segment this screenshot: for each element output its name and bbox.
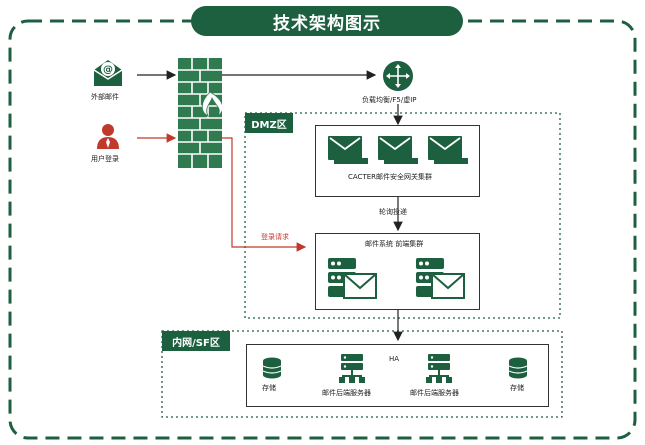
backend-left-label: 邮件后端服务器: [322, 389, 371, 397]
storage-icon: [508, 357, 528, 379]
load-balancer-icon: [383, 61, 413, 91]
user-login-label: 用户登录: [91, 155, 119, 163]
external-mail-label: 外部邮件: [91, 93, 119, 101]
cacter-cluster-label: CACTER邮件安全网关集群: [348, 173, 433, 181]
backend-server-icon: [339, 354, 365, 383]
gateway-icon: [328, 136, 368, 164]
mail-server-icon: [416, 258, 465, 299]
intranet-frame: [161, 330, 563, 418]
page-title: 技术架构图示: [191, 6, 463, 36]
svg-text:@: @: [103, 65, 113, 76]
gateway-icon: [428, 136, 468, 164]
firewall-icon: [178, 58, 222, 168]
ha-label: HA: [389, 355, 400, 363]
mail-at-icon: @: [93, 60, 123, 86]
user-icon: [97, 124, 119, 149]
storage-left-label: 存储: [262, 384, 276, 392]
backend-box: [246, 344, 549, 407]
login-request-label: 登录请求: [261, 233, 289, 241]
backend-right-label: 邮件后端服务器: [410, 389, 459, 397]
backend-server-icon: [426, 354, 452, 383]
frontend-server-icons: [328, 258, 465, 299]
intranet-zone-tag: 内网/SF区: [162, 331, 230, 351]
gateway-icon: [378, 136, 418, 164]
load-balancer-label: 负载均衡/F5/虚IP: [362, 96, 417, 104]
frontend-cluster-label: 邮件系统 前端集群: [365, 240, 424, 248]
mail-server-icon: [328, 258, 377, 299]
dmz-zone-tag: DMZ区: [245, 113, 293, 133]
gateway-icons: [328, 136, 468, 164]
storage-icon: [262, 357, 282, 379]
polling-delivery-label: 轮询投递: [379, 208, 407, 216]
storage-right-label: 存储: [510, 384, 524, 392]
arrow-login-request: [222, 137, 307, 252]
